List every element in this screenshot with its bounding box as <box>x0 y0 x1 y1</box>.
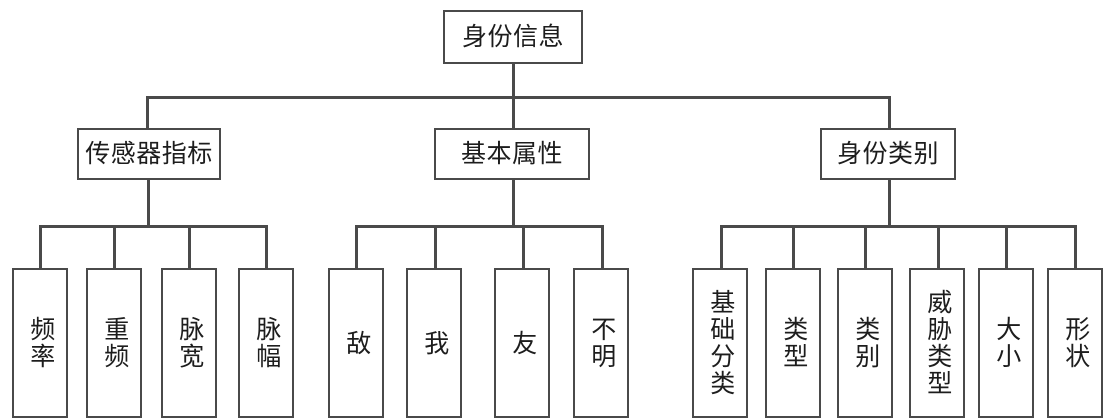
connector-branch1-bus <box>39 225 268 228</box>
node-root-label: 身份信息 <box>461 23 564 51</box>
connector-branch1-drop-3 <box>188 225 191 268</box>
node-leaf-pulse-width-label: 脉宽 <box>175 316 204 370</box>
node-leaf-threat-type-label: 威胁类型 <box>923 289 952 397</box>
connector-branch2-drop-1 <box>355 225 358 268</box>
connector-root-drop-1 <box>146 96 149 129</box>
connector-branch1-drop-4 <box>265 225 268 268</box>
connector-branch2-stem <box>512 180 515 227</box>
node-root[interactable]: 身份信息 <box>443 10 583 64</box>
node-leaf-enemy-label: 敌 <box>342 329 371 357</box>
node-branch-sensor-metrics[interactable]: 传感器指标 <box>77 128 221 180</box>
node-branch-basic-attributes[interactable]: 基本属性 <box>434 128 590 180</box>
node-leaf-own[interactable]: 我 <box>406 268 462 418</box>
node-leaf-enemy[interactable]: 敌 <box>328 268 384 418</box>
connector-branch2-bus <box>355 225 604 228</box>
node-leaf-own-label: 我 <box>420 329 449 357</box>
node-leaf-category[interactable]: 类别 <box>837 268 893 418</box>
node-branch-basic-attributes-label: 基本属性 <box>460 140 563 168</box>
connector-branch3-drop-3 <box>864 225 867 268</box>
node-leaf-basic-classification[interactable]: 基础分类 <box>692 268 748 418</box>
node-branch-identity-category-label: 身份类别 <box>836 140 939 168</box>
connector-branch2-drop-4 <box>601 225 604 268</box>
connector-root-drop-3 <box>888 96 891 129</box>
node-leaf-frequency[interactable]: 频率 <box>12 268 68 418</box>
node-leaf-prf-label: 重频 <box>100 316 129 370</box>
connector-branch3-stem <box>888 180 891 227</box>
node-leaf-shape-label: 形状 <box>1061 316 1090 370</box>
node-leaf-prf[interactable]: 重频 <box>86 268 142 418</box>
connector-branch3-drop-2 <box>792 225 795 268</box>
node-leaf-category-label: 类别 <box>851 316 880 370</box>
connector-branch3-drop-4 <box>937 225 940 268</box>
connector-branch3-drop-5 <box>1005 225 1008 268</box>
node-branch-sensor-metrics-label: 传感器指标 <box>85 140 213 168</box>
node-leaf-friend[interactable]: 友 <box>494 268 550 418</box>
node-leaf-pulse-amplitude[interactable]: 脉幅 <box>238 268 294 418</box>
connector-branch3-bus <box>720 225 1077 228</box>
connector-branch2-drop-3 <box>522 225 525 268</box>
connector-root-bus <box>146 96 891 99</box>
node-leaf-friend-label: 友 <box>508 329 537 357</box>
node-leaf-threat-type[interactable]: 威胁类型 <box>909 268 965 418</box>
connector-branch1-drop-1 <box>39 225 42 268</box>
node-leaf-unknown[interactable]: 不明 <box>573 268 629 418</box>
node-leaf-pulse-width[interactable]: 脉宽 <box>161 268 217 418</box>
node-leaf-type[interactable]: 类型 <box>765 268 821 418</box>
node-leaf-pulse-amplitude-label: 脉幅 <box>252 316 281 370</box>
node-leaf-shape[interactable]: 形状 <box>1047 268 1103 418</box>
node-leaf-frequency-label: 频率 <box>26 316 55 370</box>
connector-root-drop-2 <box>512 96 515 129</box>
node-branch-identity-category[interactable]: 身份类别 <box>820 128 956 180</box>
node-leaf-unknown-label: 不明 <box>587 316 616 370</box>
connector-branch1-stem <box>147 180 150 227</box>
node-leaf-type-label: 类型 <box>779 316 808 370</box>
connector-branch2-drop-2 <box>434 225 437 268</box>
node-leaf-size[interactable]: 大小 <box>978 268 1034 418</box>
connector-branch3-drop-6 <box>1074 225 1077 268</box>
connector-root-stem <box>512 64 515 98</box>
node-leaf-size-label: 大小 <box>992 316 1021 370</box>
node-leaf-basic-classification-label: 基础分类 <box>706 289 735 397</box>
connector-branch1-drop-2 <box>113 225 116 268</box>
connector-branch3-drop-1 <box>720 225 723 268</box>
